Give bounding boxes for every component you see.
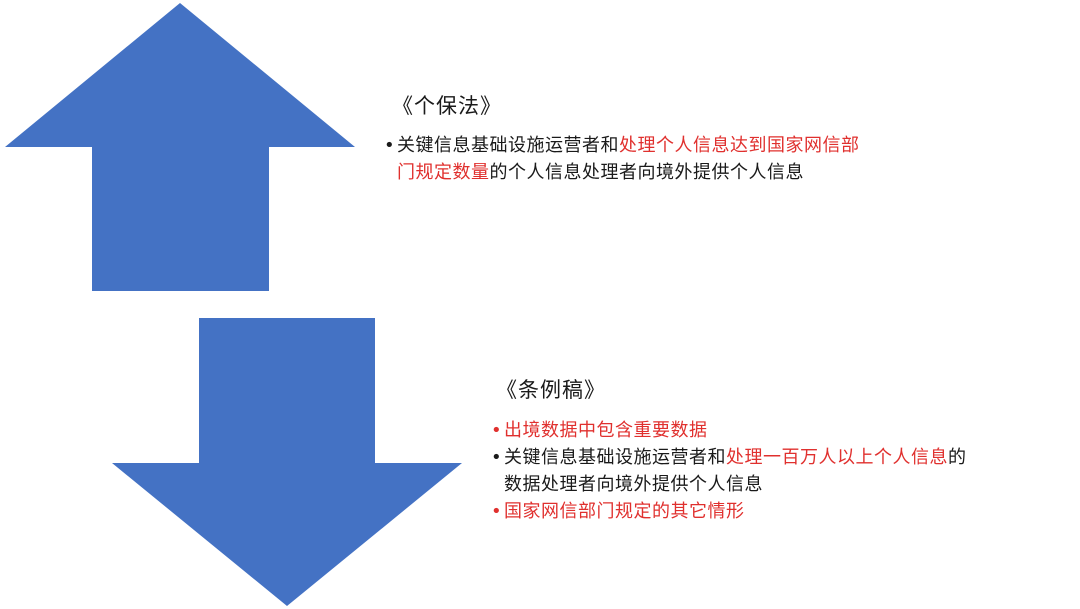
up-arrow: [5, 3, 355, 291]
pipl-item-1-line-1: •关键信息基础设施运营者和处理个人信息达到国家网信部: [384, 132, 860, 159]
draft-item-2-text-b: 的: [948, 447, 967, 468]
pipl-item-1-text-b: 的个人信息处理者向境外提供个人信息: [489, 162, 804, 183]
draft-item-1-text: 出境数据中包含重要数据: [504, 420, 708, 441]
bullet-icon: •: [384, 135, 396, 156]
draft-item-1: •出境数据中包含重要数据: [491, 417, 967, 444]
pipl-title: 《个保法》: [392, 94, 502, 118]
draft-item-2-line-1: •关键信息基础设施运营者和处理一百万人以上个人信息的: [491, 444, 967, 471]
draft-item-2-line-2: 数据处理者向境外提供个人信息: [491, 471, 967, 498]
pipl-item-1-text-a: 关键信息基础设施运营者和: [397, 135, 619, 156]
draft-title: 《条例稿》: [496, 378, 606, 402]
pipl-item-1-highlight-a: 处理个人信息达到国家网信部: [619, 135, 860, 156]
bullet-icon: •: [491, 501, 503, 522]
draft-item-2-text-a: 关键信息基础设施运营者和: [504, 447, 726, 468]
draft-item-2-highlight: 处理一百万人以上个人信息: [726, 447, 948, 468]
pipl-list: •关键信息基础设施运营者和处理个人信息达到国家网信部 门规定数量的个人信息处理者…: [384, 132, 860, 186]
down-arrow: [112, 318, 462, 606]
draft-item-3-text: 国家网信部门规定的其它情形: [504, 501, 745, 522]
draft-block: 《条例稿》: [496, 377, 606, 403]
bullet-icon: •: [491, 447, 503, 468]
draft-item-3: •国家网信部门规定的其它情形: [491, 498, 967, 525]
pipl-block: 《个保法》: [392, 93, 502, 119]
bullet-icon: •: [491, 420, 503, 441]
draft-item-2-text-c: 数据处理者向境外提供个人信息: [504, 474, 763, 495]
draft-list: •出境数据中包含重要数据 •关键信息基础设施运营者和处理一百万人以上个人信息的 …: [491, 417, 967, 525]
pipl-item-1-line-2: 门规定数量的个人信息处理者向境外提供个人信息: [384, 159, 860, 186]
pipl-item-1-highlight-b: 门规定数量: [397, 162, 490, 183]
